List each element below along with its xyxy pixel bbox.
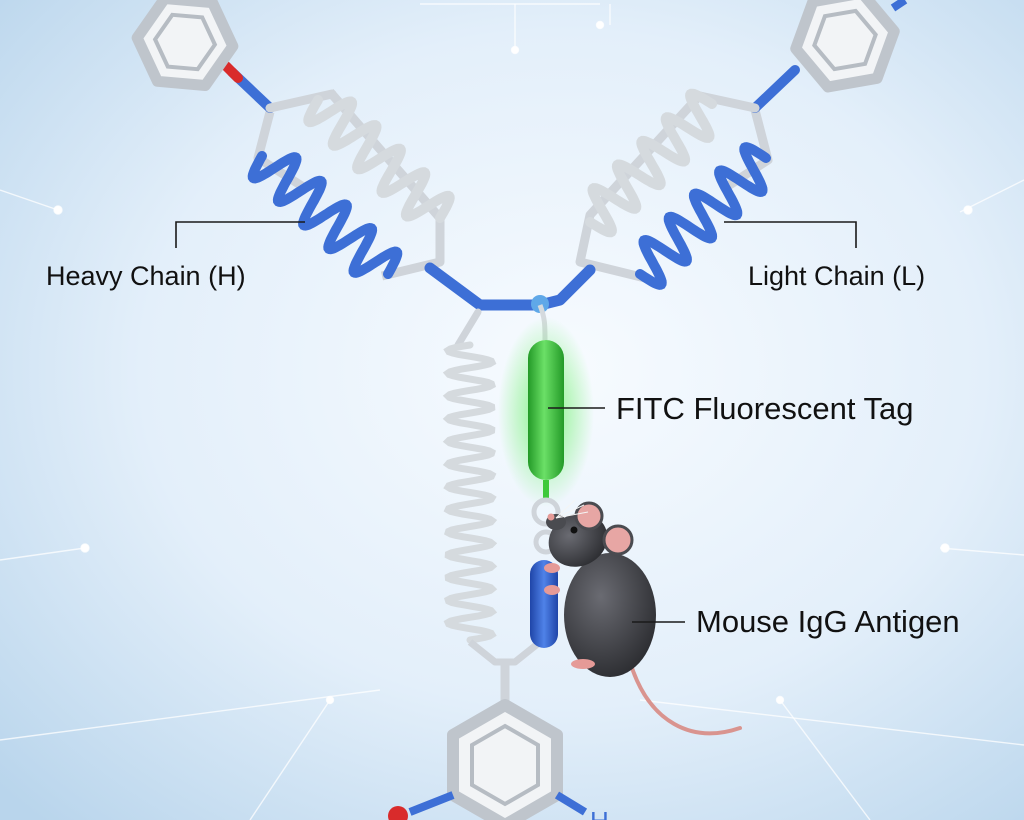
background-network: [0, 3, 1024, 820]
heavy-chain-arm: [221, 61, 546, 311]
top-right-benzene-ring-icon: [790, 0, 900, 93]
heavy-chain-callout: Heavy Chain (H): [46, 221, 305, 291]
bottom-benzene-ring-icon: H: [388, 699, 609, 820]
light-chain-label: Light Chain (L): [748, 261, 925, 291]
bottom-ring-atom-label: H: [590, 806, 609, 820]
light-chain-callout: Light Chain (L): [724, 221, 925, 291]
mouse-antigen-callout: Mouse IgG Antigen: [632, 604, 960, 639]
hinge-junction: [531, 295, 549, 313]
fc-stem: [442, 304, 548, 705]
heavy-chain-label: Heavy Chain (H): [46, 261, 246, 291]
mouse-icon: [544, 499, 742, 736]
fitc-tag-label: FITC Fluorescent Tag: [616, 391, 913, 426]
top-left-benzene-ring-icon: [131, 0, 239, 92]
blue-antigen-capsule-icon: [530, 560, 558, 648]
mouse-antigen-label: Mouse IgG Antigen: [696, 604, 960, 639]
fitc-tag-callout: FITC Fluorescent Tag: [548, 391, 913, 426]
light-chain-arm: [534, 65, 800, 311]
fitc-fluorescent-capsule-icon: [498, 317, 594, 555]
